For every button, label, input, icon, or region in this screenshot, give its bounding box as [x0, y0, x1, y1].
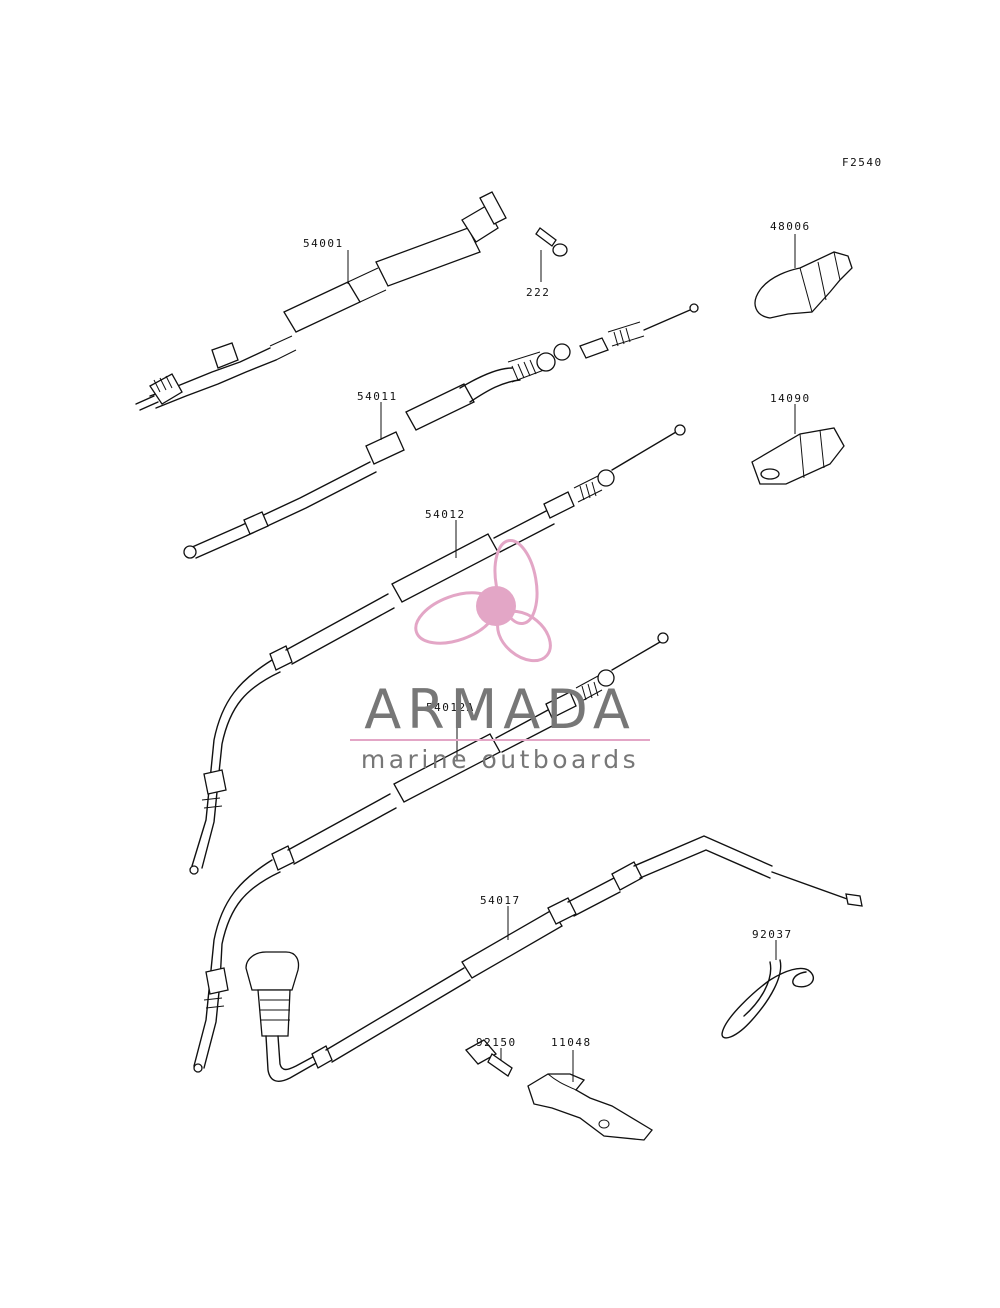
part-54011-cable — [183, 303, 699, 559]
part-54012a-cable — [193, 632, 669, 1073]
label-54001: 54001 — [303, 237, 344, 250]
part-92150-bolt — [464, 1039, 513, 1077]
watermark-title: ARMADA — [364, 678, 636, 741]
propeller-icon — [414, 538, 552, 663]
part-11048-bracket — [527, 1073, 653, 1141]
label-14090: 14090 — [770, 392, 811, 405]
watermark-subtitle: marine outboards — [361, 745, 639, 774]
armada-logo: ARMADA marine outboards — [350, 538, 650, 774]
part-48006-boot — [754, 251, 853, 319]
label-54012a: 54012A — [426, 701, 475, 714]
part-54012-cable — [189, 424, 686, 875]
label-48006: 48006 — [770, 220, 811, 233]
label-54012: 54012 — [425, 508, 466, 521]
part-54017-choke-cable — [245, 835, 863, 1082]
label-54017: 54017 — [480, 894, 521, 907]
label-92150: 92150 — [476, 1036, 517, 1049]
label-92037: 92037 — [752, 928, 793, 941]
part-54001-speedometer-cable — [135, 191, 568, 411]
part-92037-clamp — [721, 959, 814, 1039]
part-14090-cap — [751, 427, 845, 485]
figure-code: F2540 — [842, 156, 883, 169]
label-222: 222 — [526, 286, 550, 299]
label-11048: 11048 — [551, 1036, 592, 1049]
label-54011: 54011 — [357, 390, 398, 403]
